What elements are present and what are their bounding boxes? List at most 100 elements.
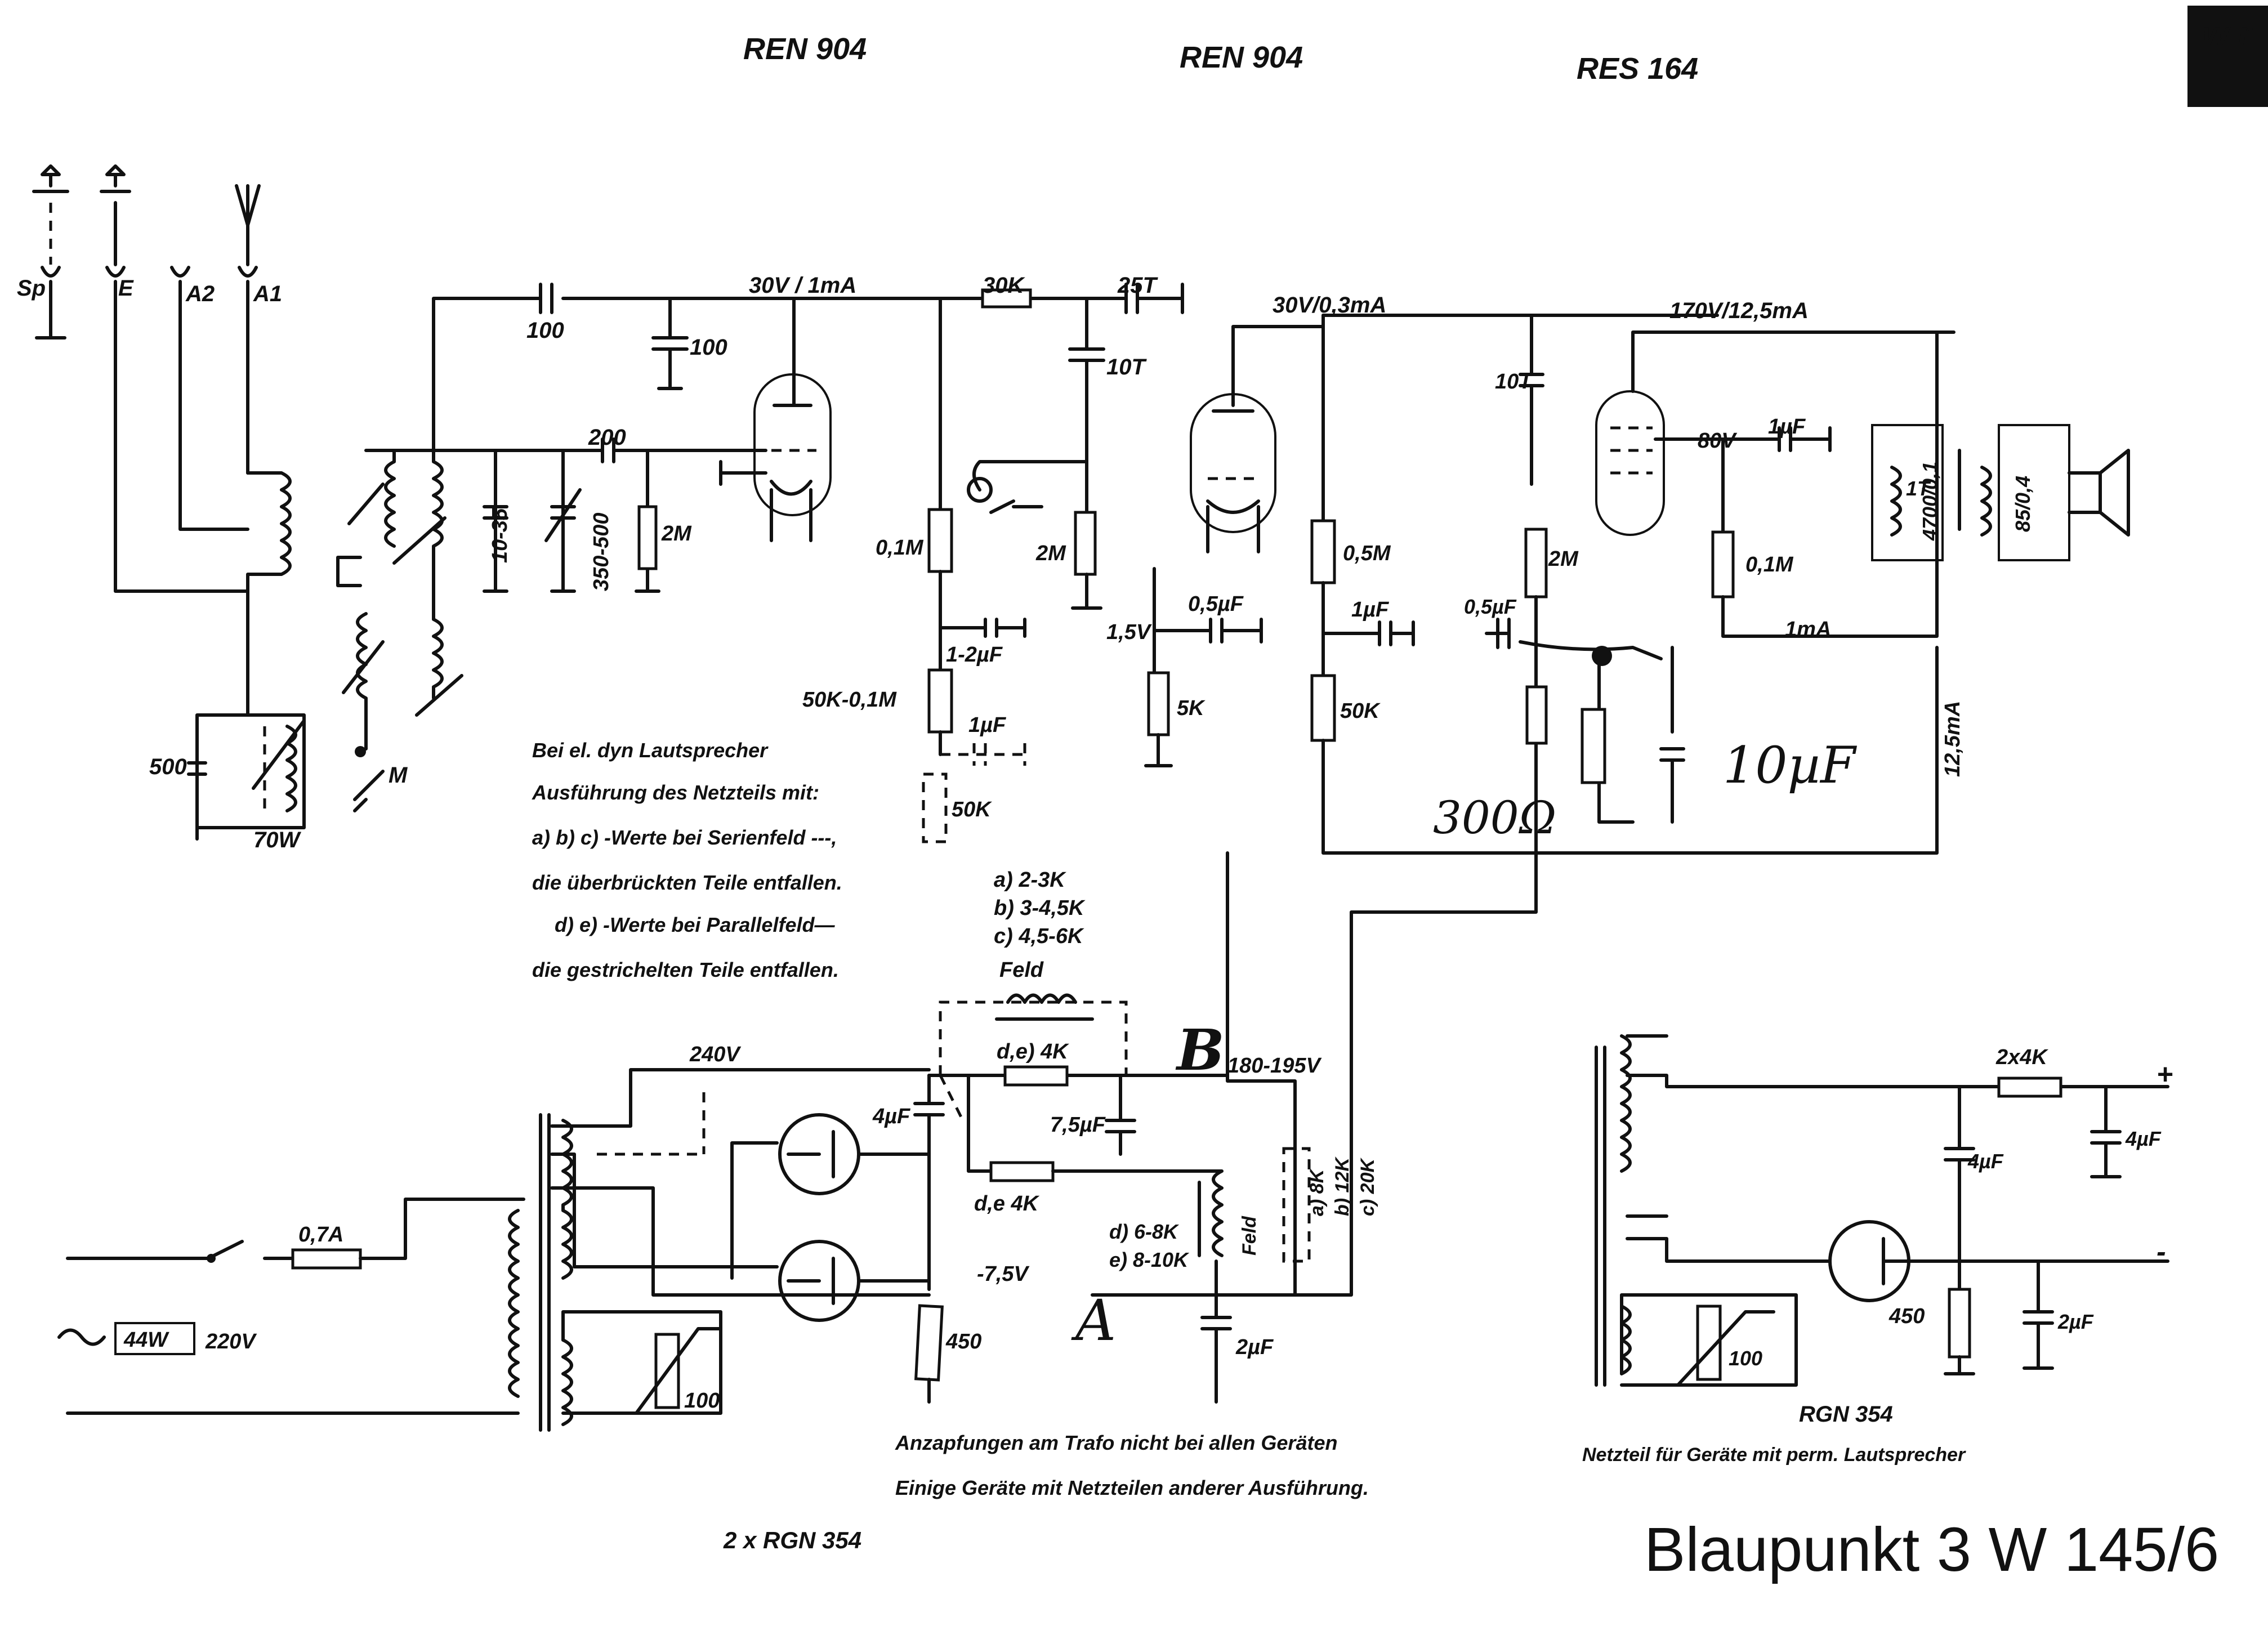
power-label: 44W: [123, 1328, 169, 1352]
res-de4k-label: d,e) 4K: [997, 1040, 1069, 1064]
rail-1-label: 30V / 1mA: [749, 273, 856, 298]
hand-b: B: [1175, 1017, 1225, 1083]
res-50k-label: 50K: [952, 798, 992, 821]
tube-label-1: REN 904: [743, 32, 867, 66]
cap-100b-label: 100: [690, 335, 727, 360]
ps-cap2-label: 4µF: [2125, 1127, 2162, 1150]
res-30k-label: 30K: [983, 273, 1025, 298]
res-450-label: 450: [945, 1330, 981, 1353]
cap-10-35-label: 10-35: [488, 508, 512, 563]
res-abc-b-label: b) 12K: [1332, 1156, 1353, 1216]
res-2m-a-label: 2M: [661, 522, 692, 546]
variant-b-label: b) 3-4,5K: [994, 896, 1086, 920]
anode-voltage-label: 80V: [1698, 429, 1737, 453]
current-125ma-label: 12,5mA: [1941, 701, 1965, 777]
terminal-sp: Sp: [17, 276, 46, 301]
tube-3: [1091, 314, 1956, 1297]
power-supply: [550, 851, 1311, 1404]
cap-2uf-label: 2µF: [1235, 1335, 1274, 1359]
hand-10uf: 10µF: [1723, 736, 1858, 795]
res-abc-a-label: a) 8K: [1306, 1168, 1328, 1216]
res-de4k-2-label: d,e 4K: [974, 1192, 1040, 1216]
output-transformer: [1871, 424, 2130, 561]
cap-25t-label: 25T: [1117, 273, 1158, 298]
rectifier-label: 2 x RGN 354: [723, 1527, 861, 1553]
ps-minus-label: -: [2157, 1236, 2166, 1267]
res-01m-b-label: 0,1M: [1745, 553, 1794, 577]
res-5k-label: 5K: [1177, 696, 1206, 720]
terminal-m: M: [389, 763, 408, 788]
note-line-3: a) b) c) -Werte bei Serienfeld ---,: [532, 826, 837, 849]
note-line-2: Ausführung des Netzteils mit:: [532, 781, 819, 804]
tap-note-2: Einige Geräte mit Netzteilen anderer Aus…: [895, 1476, 1369, 1499]
current-1ma-label: 1mA: [1785, 618, 1831, 641]
ps-res450-label: 450: [1888, 1305, 1925, 1328]
cap-05uf-b-label: 0,5µF: [1464, 595, 1517, 618]
res-50k-b-label: 50K: [1340, 699, 1381, 723]
mains-label: 220V: [205, 1330, 257, 1353]
mains-transformer: [57, 1113, 722, 1432]
hand-300ohm: 300Ω: [1433, 792, 1556, 844]
cap-05uf-label: 0,5µF: [1188, 592, 1244, 616]
res-50k-01m-label: 50K-0,1M: [802, 688, 897, 712]
cap-75uf-label: 7,5µF: [1050, 1113, 1106, 1137]
diagram-title: Blaupunkt 3 W 145/6: [1644, 1515, 2219, 1584]
res-2m-b-label: 2M: [1035, 542, 1066, 565]
trans-ratio-label: 4700/0,1: [1918, 462, 1941, 541]
volt-180-label: 180-195V: [1227, 1054, 1321, 1078]
speaker-label: 85/0,4: [2011, 476, 2034, 532]
terminal-e: E: [118, 276, 134, 301]
feld-2-label: Feld: [1239, 1216, 1260, 1256]
rail-3-label: 170V/12,5mA: [1669, 298, 1809, 323]
tube-2: [1144, 314, 1719, 767]
variant-c-label: c) 4,5-6K: [994, 924, 1084, 948]
terminal-a2: A2: [185, 282, 215, 306]
trans-1t-label: 1T: [1906, 477, 1931, 500]
ps-cap1-label: 4µF: [1967, 1150, 2004, 1173]
res-2m-c-label: 2M: [1548, 547, 1579, 571]
ps-plus-label: +: [2157, 1058, 2173, 1090]
design-note: Bei el. dyn Lautsprecher Ausführung des …: [532, 739, 842, 981]
note-line-4: die überbrückten Teile entfallen.: [532, 871, 842, 894]
note-line-6: die gestrichelten Teile entfallen.: [532, 958, 839, 981]
note-line-5: d) e) -Werte bei Parallelfeld—: [555, 913, 835, 936]
antenna-terminals: [32, 164, 261, 593]
cap-1uf-c-label: 1µF: [1768, 415, 1806, 439]
res-e810-label: e) 8-10K: [1109, 1248, 1190, 1271]
tap-note-1: Anzapfungen am Trafo nicht bei allen Ger…: [895, 1431, 1337, 1454]
hand-a: A: [1071, 1288, 1116, 1353]
note-line-1: Bei el. dyn Lautsprecher: [532, 739, 769, 762]
tube-label-3: RES 164: [1577, 52, 1698, 86]
publisher-logo: w r: [2187, 6, 2268, 107]
cap-1uf-label: 1µF: [968, 713, 1007, 737]
rf-stage-wiring: [392, 283, 942, 593]
ps-res-label: 2x4K: [1995, 1046, 2048, 1069]
ps-note: Netzteil für Geräte mit perm. Lautsprech…: [1582, 1444, 1966, 1466]
res-abc-c-label: c) 20K: [1357, 1158, 1378, 1216]
stage-2-plate: [1310, 314, 1939, 855]
tube-1: [719, 373, 832, 542]
cap-10t-label: 10T: [1106, 355, 1147, 379]
alt-power-supply: [1595, 1034, 2169, 1387]
cap-100a-label: 100: [526, 318, 564, 343]
res-de68-label: d) 6-8K: [1109, 1220, 1180, 1243]
rail-2-label: 30V/0,3mA: [1273, 293, 1386, 318]
variant-a-label: a) 2-3K: [994, 868, 1066, 892]
coil-70w-label: 70W: [253, 828, 301, 852]
volt-15-label: 1,5V: [1106, 620, 1152, 644]
feld-label: Feld: [999, 958, 1044, 982]
cap-500-label: 500: [149, 754, 187, 779]
volt-240-label: 240V: [689, 1043, 741, 1066]
rf-coils: [336, 449, 463, 812]
cap-350-500-label: 350-500: [590, 513, 613, 591]
svg-text:w r: w r: [2203, 15, 2253, 52]
cap-1uf-b-label: 1µF: [1351, 598, 1390, 622]
terminal-a1: A1: [253, 282, 282, 306]
ps-pot-label: 100: [1729, 1347, 1762, 1370]
coupling-stage: [922, 283, 1184, 843]
ps-cap3-label: 2µF: [2057, 1310, 2094, 1333]
res-01m-label: 0,1M: [876, 536, 924, 560]
pot-label: 100: [684, 1389, 720, 1413]
fuse-label: 0,7A: [298, 1223, 343, 1247]
